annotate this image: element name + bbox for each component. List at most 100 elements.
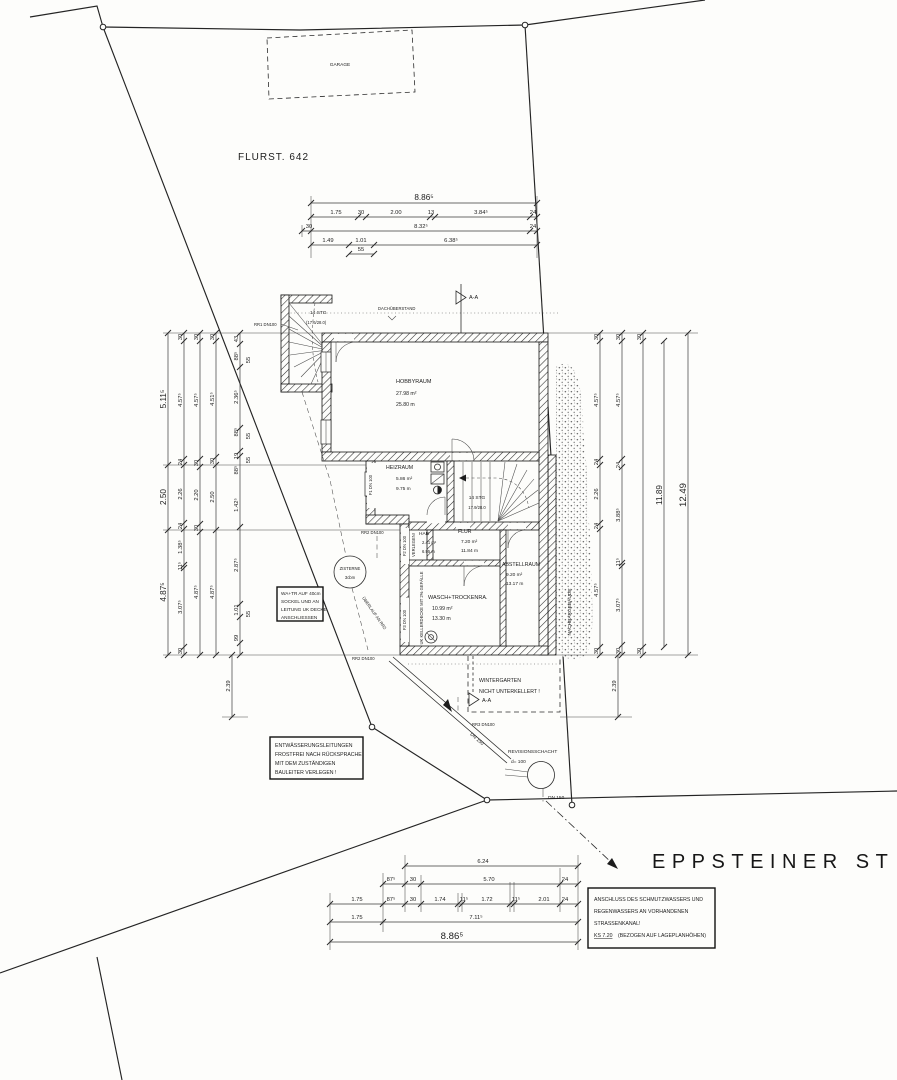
dim-label: 11.89 [655,485,664,505]
sewer-connection-arrow-line [545,800,614,865]
exterior-stair-riser-label: (17.6/28.0) [306,320,327,325]
dim-tick [556,900,564,908]
boiler-symbol [437,486,442,494]
dim-label: 1.75 [351,915,362,921]
wintergarten: WINTERGARTEN NICHT UNTERKELLERT ! [467,656,561,713]
dim-label: 5.70 [483,877,494,883]
dim-label: 24 [562,897,569,903]
section-label-bottom: A-A [482,698,492,704]
wall-wasch-abstell [499,529,507,647]
note-line: BAULEITER VERLEGEN ! [275,770,336,776]
wall-top [321,332,549,343]
dim-label: 1.42⁵ [233,498,240,512]
dim-label: 2.26 [178,488,184,499]
dim-label: 55 [246,457,252,463]
sewer-flow-arrow [443,699,452,712]
dim-tick [596,337,604,345]
dim-tick [618,641,626,649]
note-line: ENTWÄSSERUNGSLEITUNGEN [275,742,353,749]
dim-tick [228,713,236,721]
dim-tick [180,519,188,527]
note-line: WA+TR AUF 40cm [281,591,321,596]
dim-label: 4.87⁵ [159,582,168,601]
room-perimeter: 13.17 m [506,581,523,587]
dim-label: 30 [616,648,622,654]
dim-label: 55 [246,357,252,363]
dim-tick [379,880,387,888]
dim-tick [596,455,604,463]
pipe-label-f3: F3 DN 100 [402,609,407,630]
dim-tick [180,455,188,463]
dim-tick [307,241,315,249]
survey-point [521,21,529,29]
wintergarten-note: NICHT UNTERKELLERT ! [479,689,540,695]
dim-tick [236,329,244,337]
dim-label: 4.87⁵ [209,585,216,599]
sewer-connection-arrowhead [607,858,618,869]
dim-tick [180,337,188,345]
dim-label: 11⁵ [460,896,469,903]
dim-tick [574,880,582,888]
wall-bottom [399,645,549,656]
revisionsschacht-label: REVISIONSSCHACHT [508,749,557,755]
dim-label: 87⁵ [387,896,396,903]
room-perimeter: 13.30 m [432,616,451,622]
wall-right [538,341,549,656]
exterior-stair-wall [280,383,333,393]
interior-stair-riser-label: 17.9/28.0 [468,505,486,510]
garage: GARAGE [266,29,416,100]
dim-label: 30 [210,334,216,340]
dim-label: 1.72 [481,897,492,903]
dim-label: 24 [594,522,600,529]
dim-label: 11⁵ [615,557,622,566]
dim-tick [639,643,647,651]
dim-tick [326,938,334,946]
neighbour-building-label: NACHBARGEBÄUDE [566,589,573,636]
pipe-label-rr3: RR3 DN100 [472,722,495,727]
dim-label: 30 [637,648,643,654]
dim-label: 55 [358,247,364,253]
dim-tick [596,651,604,659]
dim-tick [401,880,409,888]
roof-overhang: DACHÜBERSTAND [287,306,562,665]
dim-label: 4.51⁵ [209,392,216,406]
dim-tick [307,227,315,235]
dim-tick [196,520,204,528]
boundary-bottom-left [0,799,488,974]
dim-tick [228,651,236,659]
wall-annotations: F1 DN 100 F2 DN 100 F3 DN 100 VERLEGEN! … [367,463,424,645]
dim-tick [180,525,188,533]
garage-outline [266,29,416,100]
revisionsschacht-circle [527,761,555,789]
dim-tick [401,862,409,870]
dim-tick [326,900,334,908]
dim-label: 24 [616,461,622,468]
dim-tick [236,447,244,455]
dim-tick [618,337,626,345]
dim-label: 4.57⁵ [593,583,600,597]
dim-label: 1.01 [355,238,366,244]
dim-label: 2.26 [594,488,600,499]
dim-tick [639,337,647,345]
dim-tick [596,643,604,651]
interior-stair-treads [462,461,540,522]
dim-label: 13 [428,210,434,216]
verlegen-note: VERLEGEN! [411,533,416,557]
dim-tick [684,329,692,337]
dim-tick [574,900,582,908]
dim-tick [614,651,622,659]
dim-tick [526,227,534,235]
boundary-top-left-corner [29,5,104,28]
shaft-inlet-line [504,768,529,773]
dim-label: 30 [358,210,364,216]
dim-label: 55 [246,433,252,439]
shaft-inlet-line [504,774,529,778]
dim-tick [596,329,604,337]
